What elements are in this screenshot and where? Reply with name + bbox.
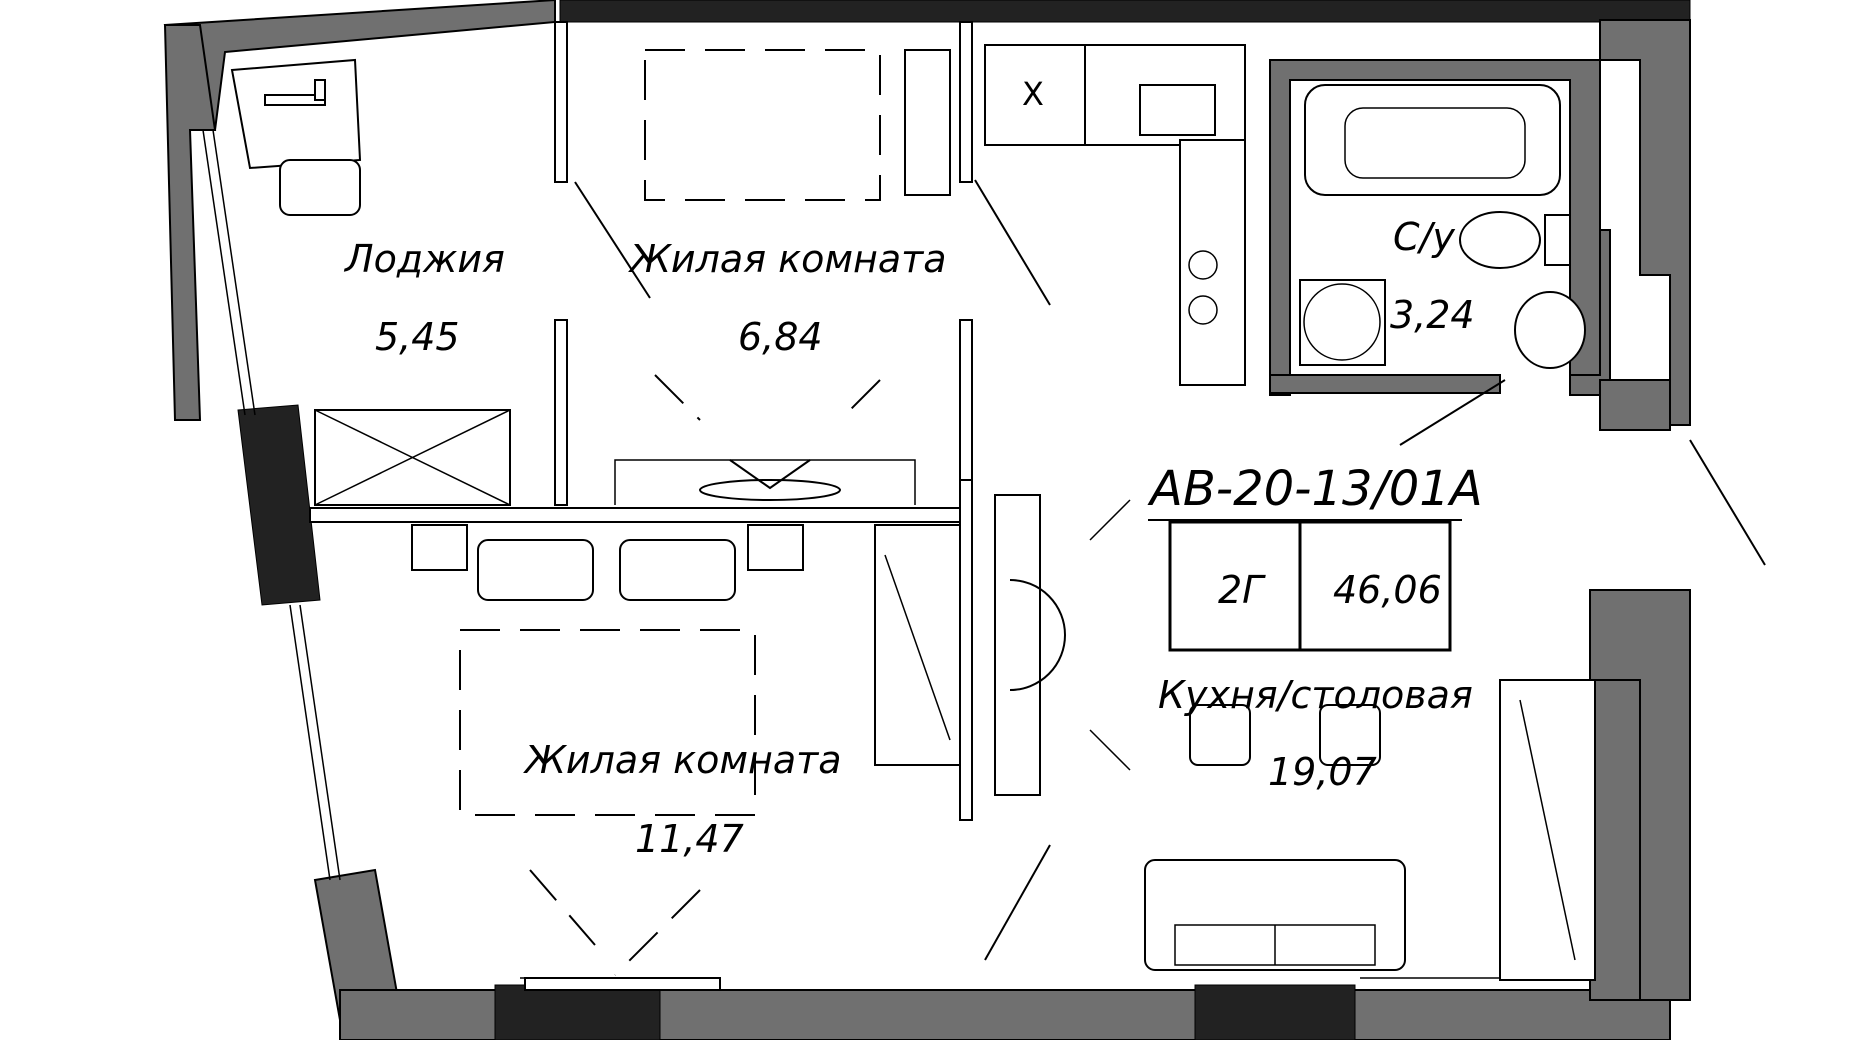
- bathroom-fixtures: [1299, 84, 1766, 566]
- loggia-rack: [314, 409, 511, 506]
- room-area-bedroom-small: 6,84: [738, 315, 823, 359]
- room-area-kitchen-dining: 19,07: [1268, 750, 1377, 794]
- room-name-kitchen-dining: Кухня/столовая: [1158, 673, 1473, 717]
- large-bedroom-furniture: [411, 524, 961, 991]
- small-bedroom-furniture: [574, 49, 951, 505]
- loggia-desk: [230, 58, 362, 216]
- room-name-loggia: Лоджия: [343, 237, 505, 281]
- room-area-bedroom-large: 11,47: [635, 817, 744, 861]
- plan-code: АВ-20-13/01А: [1147, 461, 1483, 517]
- plan-stamp: АВ-20-13/01А 2Г 46,06: [1147, 461, 1483, 652]
- room-name-bedroom-large: Жилая комната: [523, 738, 842, 782]
- stove-mark: X: [1022, 75, 1044, 113]
- room-labels: Лоджия 5,45 Жилая комната 6,84 С/у 3,24 …: [343, 215, 1475, 861]
- room-name-bedroom-small: Жилая комната: [628, 237, 947, 281]
- room-count-label: 2Г: [1218, 568, 1266, 612]
- room-area-bathroom: 3,24: [1390, 293, 1475, 337]
- outer-walls: [163, 0, 1691, 1040]
- dining-furniture: [984, 494, 1596, 981]
- kitchen-counters: [974, 44, 1246, 386]
- room-name-bathroom: С/у: [1393, 215, 1455, 259]
- room-area-loggia: 5,45: [375, 315, 460, 359]
- total-area-label: 46,06: [1333, 568, 1442, 612]
